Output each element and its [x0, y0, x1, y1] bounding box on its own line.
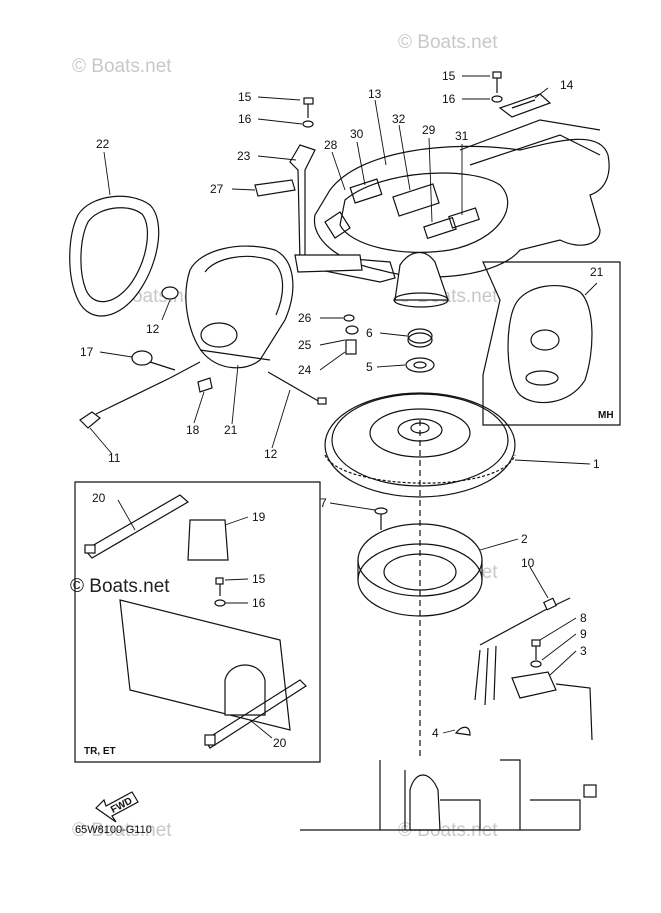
seal-22	[69, 195, 160, 317]
callout-24: 24	[298, 363, 312, 377]
bolt-7	[374, 507, 388, 530]
callout-15: 15	[252, 572, 266, 586]
callouts: 15 16 15 16 14 13 22 30 32 29 31 28 23 2…	[80, 69, 604, 750]
callout-16: 16	[238, 112, 252, 126]
key-4	[454, 726, 471, 736]
harness-10	[474, 597, 571, 706]
callout-21: 21	[224, 423, 238, 437]
inset-label-tr-et: TR, ET	[84, 746, 116, 757]
callout-16: 16	[442, 92, 456, 106]
callout-16: 16	[252, 596, 266, 610]
callout-9: 9	[580, 627, 587, 641]
callout-17: 17	[80, 345, 94, 359]
callout-29: 29	[422, 123, 436, 137]
callout-8: 8	[580, 611, 587, 625]
bolt-15-top-left	[302, 97, 314, 128]
inset-label-mh: MH	[598, 410, 614, 421]
callout-2: 2	[521, 532, 528, 546]
callout-26: 26	[298, 311, 312, 325]
silencer-21	[185, 245, 294, 369]
bolt-8	[531, 639, 541, 660]
strap-12	[267, 371, 327, 405]
callout-18: 18	[186, 423, 200, 437]
flywheel-cover	[304, 119, 610, 308]
washer-5	[405, 357, 435, 373]
grommet-12	[161, 286, 179, 300]
plate-14	[498, 93, 552, 118]
fwd-label: FWD	[109, 796, 134, 816]
callout-7: 7	[320, 496, 327, 510]
callout-14: 14	[560, 78, 574, 92]
callout-4: 4	[432, 726, 439, 740]
callout-3: 3	[580, 644, 587, 658]
callout-20: 20	[92, 491, 106, 505]
callout-20: 20	[273, 736, 287, 750]
watermark: © Boats.net	[72, 820, 172, 841]
callout-21: 21	[590, 265, 604, 279]
fwd-arrow-icon: FWD	[95, 791, 139, 823]
washer-26	[343, 314, 355, 322]
diagram-code: 65W8100-G110	[75, 824, 152, 836]
inset-mh: MH	[482, 261, 621, 426]
callout-12: 12	[264, 447, 278, 461]
washer-9	[530, 660, 542, 668]
callout-25: 25	[298, 338, 312, 352]
callout-10: 10	[521, 556, 535, 570]
callout-23: 23	[237, 149, 251, 163]
washer-25	[345, 325, 359, 335]
label-27	[254, 179, 296, 197]
watermark: © Boats.net	[398, 32, 498, 53]
callout-12: 12	[146, 322, 160, 336]
sensor-11	[79, 361, 201, 429]
watermark: © Boats.net	[72, 56, 172, 77]
callout-31: 31	[455, 129, 469, 143]
callout-13: 13	[368, 87, 382, 101]
callout-15: 15	[238, 90, 252, 104]
callout-5: 5	[366, 360, 373, 374]
leader-lines	[89, 75, 598, 739]
callout-19: 19	[252, 510, 266, 524]
callout-15: 15	[442, 69, 456, 83]
callout-6: 6	[366, 326, 373, 340]
engine-base	[300, 420, 581, 831]
callout-30: 30	[350, 127, 364, 141]
clip-18	[197, 377, 213, 393]
callout-1: 1	[593, 457, 600, 471]
nut-24	[345, 339, 357, 355]
callout-28: 28	[324, 138, 338, 152]
bracket-23	[289, 144, 363, 273]
watermark: © Boats.net	[70, 576, 170, 597]
callout-32: 32	[392, 112, 406, 126]
plug-17	[131, 350, 176, 371]
inset-tr-et: TR, ET	[74, 481, 321, 763]
bolt-15-top-right	[491, 71, 503, 103]
pulser-coil-3	[511, 671, 597, 798]
nut-6	[407, 328, 433, 348]
callout-27: 27	[210, 182, 224, 196]
callout-22: 22	[96, 137, 110, 151]
callout-11: 11	[108, 451, 121, 465]
